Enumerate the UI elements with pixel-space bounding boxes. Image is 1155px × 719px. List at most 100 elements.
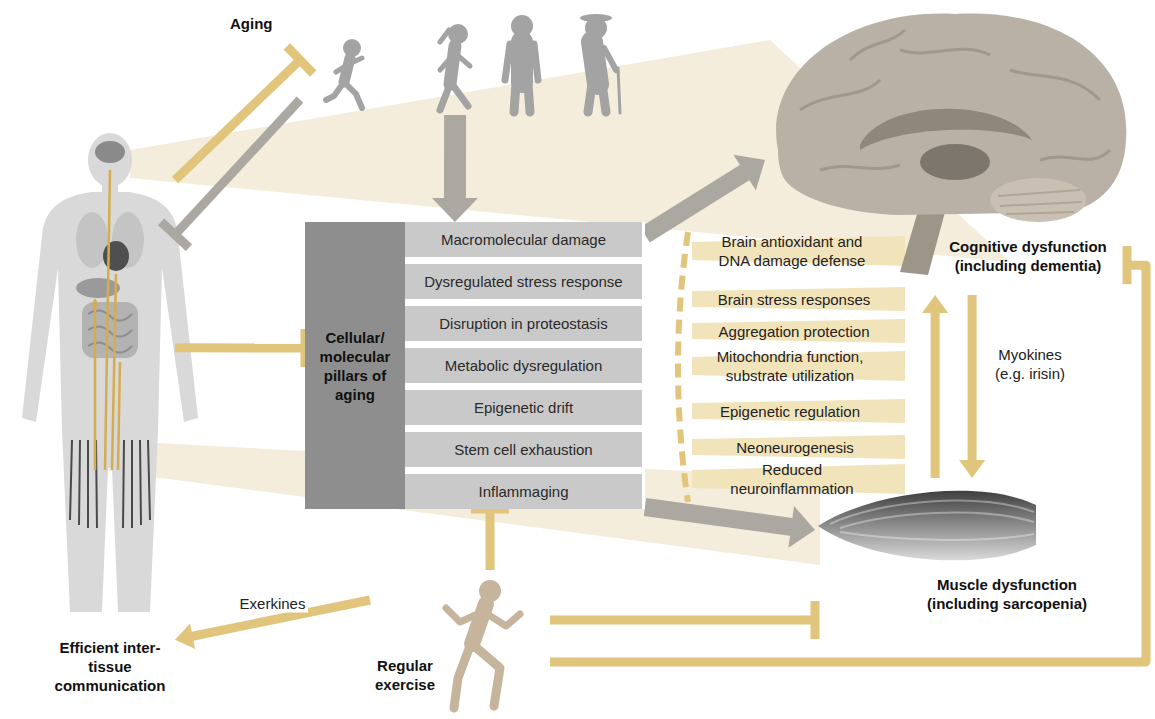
figure-title: Aging [230, 15, 296, 32]
child-arms [336, 58, 362, 72]
connector-line [444, 115, 466, 202]
effect-label: Brain stress responses [706, 290, 882, 309]
elder-legs [588, 84, 606, 112]
pillar-text: Inflammaging [405, 474, 642, 509]
effect-note: Brain stress responses [706, 290, 882, 309]
arrow-head [175, 623, 195, 648]
connector-line [931, 310, 940, 478]
muscle-fibres [830, 501, 1034, 540]
inhibition-bar [161, 222, 189, 248]
effect-wedge [692, 287, 905, 311]
connector [645, 155, 765, 235]
inhibition-bar [810, 601, 819, 639]
connector [432, 115, 478, 222]
body-brain [95, 141, 125, 163]
pillar-text: Macromolecular damage [405, 222, 642, 257]
girl-hair [440, 30, 449, 42]
connector [471, 509, 509, 570]
brain-thalamus [920, 144, 990, 180]
muscle [818, 491, 1036, 561]
connector [959, 295, 985, 478]
body-gut [82, 302, 138, 358]
effect-wedge [692, 435, 905, 459]
edge-label-holder: Exerkines [237, 593, 309, 612]
pillar-band: Epigenetic drift [405, 390, 642, 425]
pillar-band: Stem cell exhaustion [405, 432, 642, 467]
brain-cerebellum [990, 178, 1086, 222]
arrow-head [922, 295, 948, 313]
connector [175, 329, 305, 367]
effect-wedge [692, 319, 905, 343]
adult-body [511, 42, 533, 82]
runner-arms [446, 608, 520, 626]
pillar-text: Metabolic dysregulation [405, 348, 642, 383]
arrow-head [432, 198, 478, 222]
pillar-text: Disruption in proteostasis [405, 306, 642, 341]
elder-body [592, 42, 598, 84]
connector-line [485, 509, 494, 570]
pillar-band: Macromolecular damage [405, 222, 642, 257]
inhibition-arc [678, 232, 688, 502]
connector [550, 601, 815, 639]
figure-title: Regular exercise [370, 656, 440, 694]
connector-line [550, 616, 815, 625]
connector-line [968, 295, 977, 463]
arrow-head [734, 155, 765, 191]
pillar-band: Metabolic dysregulation [405, 348, 642, 383]
elder-hat [580, 14, 612, 22]
inhibition-bar [287, 46, 313, 73]
aging-silhouettes [326, 14, 620, 113]
runner [446, 580, 520, 708]
pillar-band: Dysregulated stress response [405, 264, 642, 299]
figure-title: Efficient inter-tissue communication [46, 638, 174, 695]
arrow-head [788, 506, 815, 548]
elder-cane [618, 68, 620, 113]
effect-label: Epigenetic regulation [702, 402, 878, 421]
connector [645, 506, 815, 548]
pillars-box: Cellular/ molecular pillars of agingMacr… [305, 222, 645, 509]
adult-arms [505, 44, 538, 80]
girl-arms [440, 54, 470, 70]
effect-label: Neoneurogenesis [707, 438, 883, 457]
myokine-note: Myokines (e.g. irisin) [986, 345, 1074, 383]
body-thigh-muscle [70, 440, 150, 528]
runner-legs [454, 644, 500, 708]
muscle-figure: Muscle dysfunction (including sarcopenia… [815, 478, 1095, 628]
effect-note: Neoneurogenesis [707, 438, 883, 457]
connector-line [645, 171, 748, 235]
pillar-band: Inflammaging [405, 474, 642, 509]
human-body [22, 133, 198, 612]
pillar-band: Disruption in proteostasis [405, 306, 642, 341]
aging-figure: Aging [300, 5, 630, 115]
body-heart [103, 241, 129, 271]
connector [161, 100, 300, 248]
pillar-text: Epigenetic drift [405, 390, 642, 425]
body-signal-arrows [95, 170, 120, 470]
inhibition-bar [1123, 246, 1132, 284]
pillars-heading: Cellular/ molecular pillars of aging [305, 222, 405, 509]
muscle-belly [818, 491, 1036, 561]
effect-label: Brain antioxidant and DNA damage defense [712, 232, 872, 270]
body-lung [76, 212, 108, 268]
connector-line [175, 100, 300, 235]
effect-wedge [692, 399, 905, 423]
elder-arm [604, 48, 616, 70]
edge-label: Exerkines [237, 593, 309, 612]
outcome-title: Muscle dysfunction (including sarcopenia… [922, 575, 1092, 613]
child-legs [326, 82, 362, 108]
outcome-title: Cognitive dysfunction (including dementi… [935, 237, 1121, 275]
body-liver [76, 278, 120, 298]
body-figure: Efficient inter-tissue communication [0, 128, 175, 705]
connector-line [645, 507, 795, 527]
effect-label: Mitochondria function, substrate utiliza… [709, 347, 871, 385]
effect-note: Mitochondria function, substrate utiliza… [709, 347, 871, 385]
body-silhouette [22, 192, 198, 612]
effect-label: Reduced neuroinflammation [712, 460, 872, 498]
effect-note: Aggregation protection [706, 322, 882, 341]
connector-line [175, 343, 305, 352]
cerebellum-folds [998, 190, 1082, 214]
myokine-label: Myokines (e.g. irisin) [986, 345, 1074, 383]
exercise-figure: Regular exercise [370, 570, 550, 715]
